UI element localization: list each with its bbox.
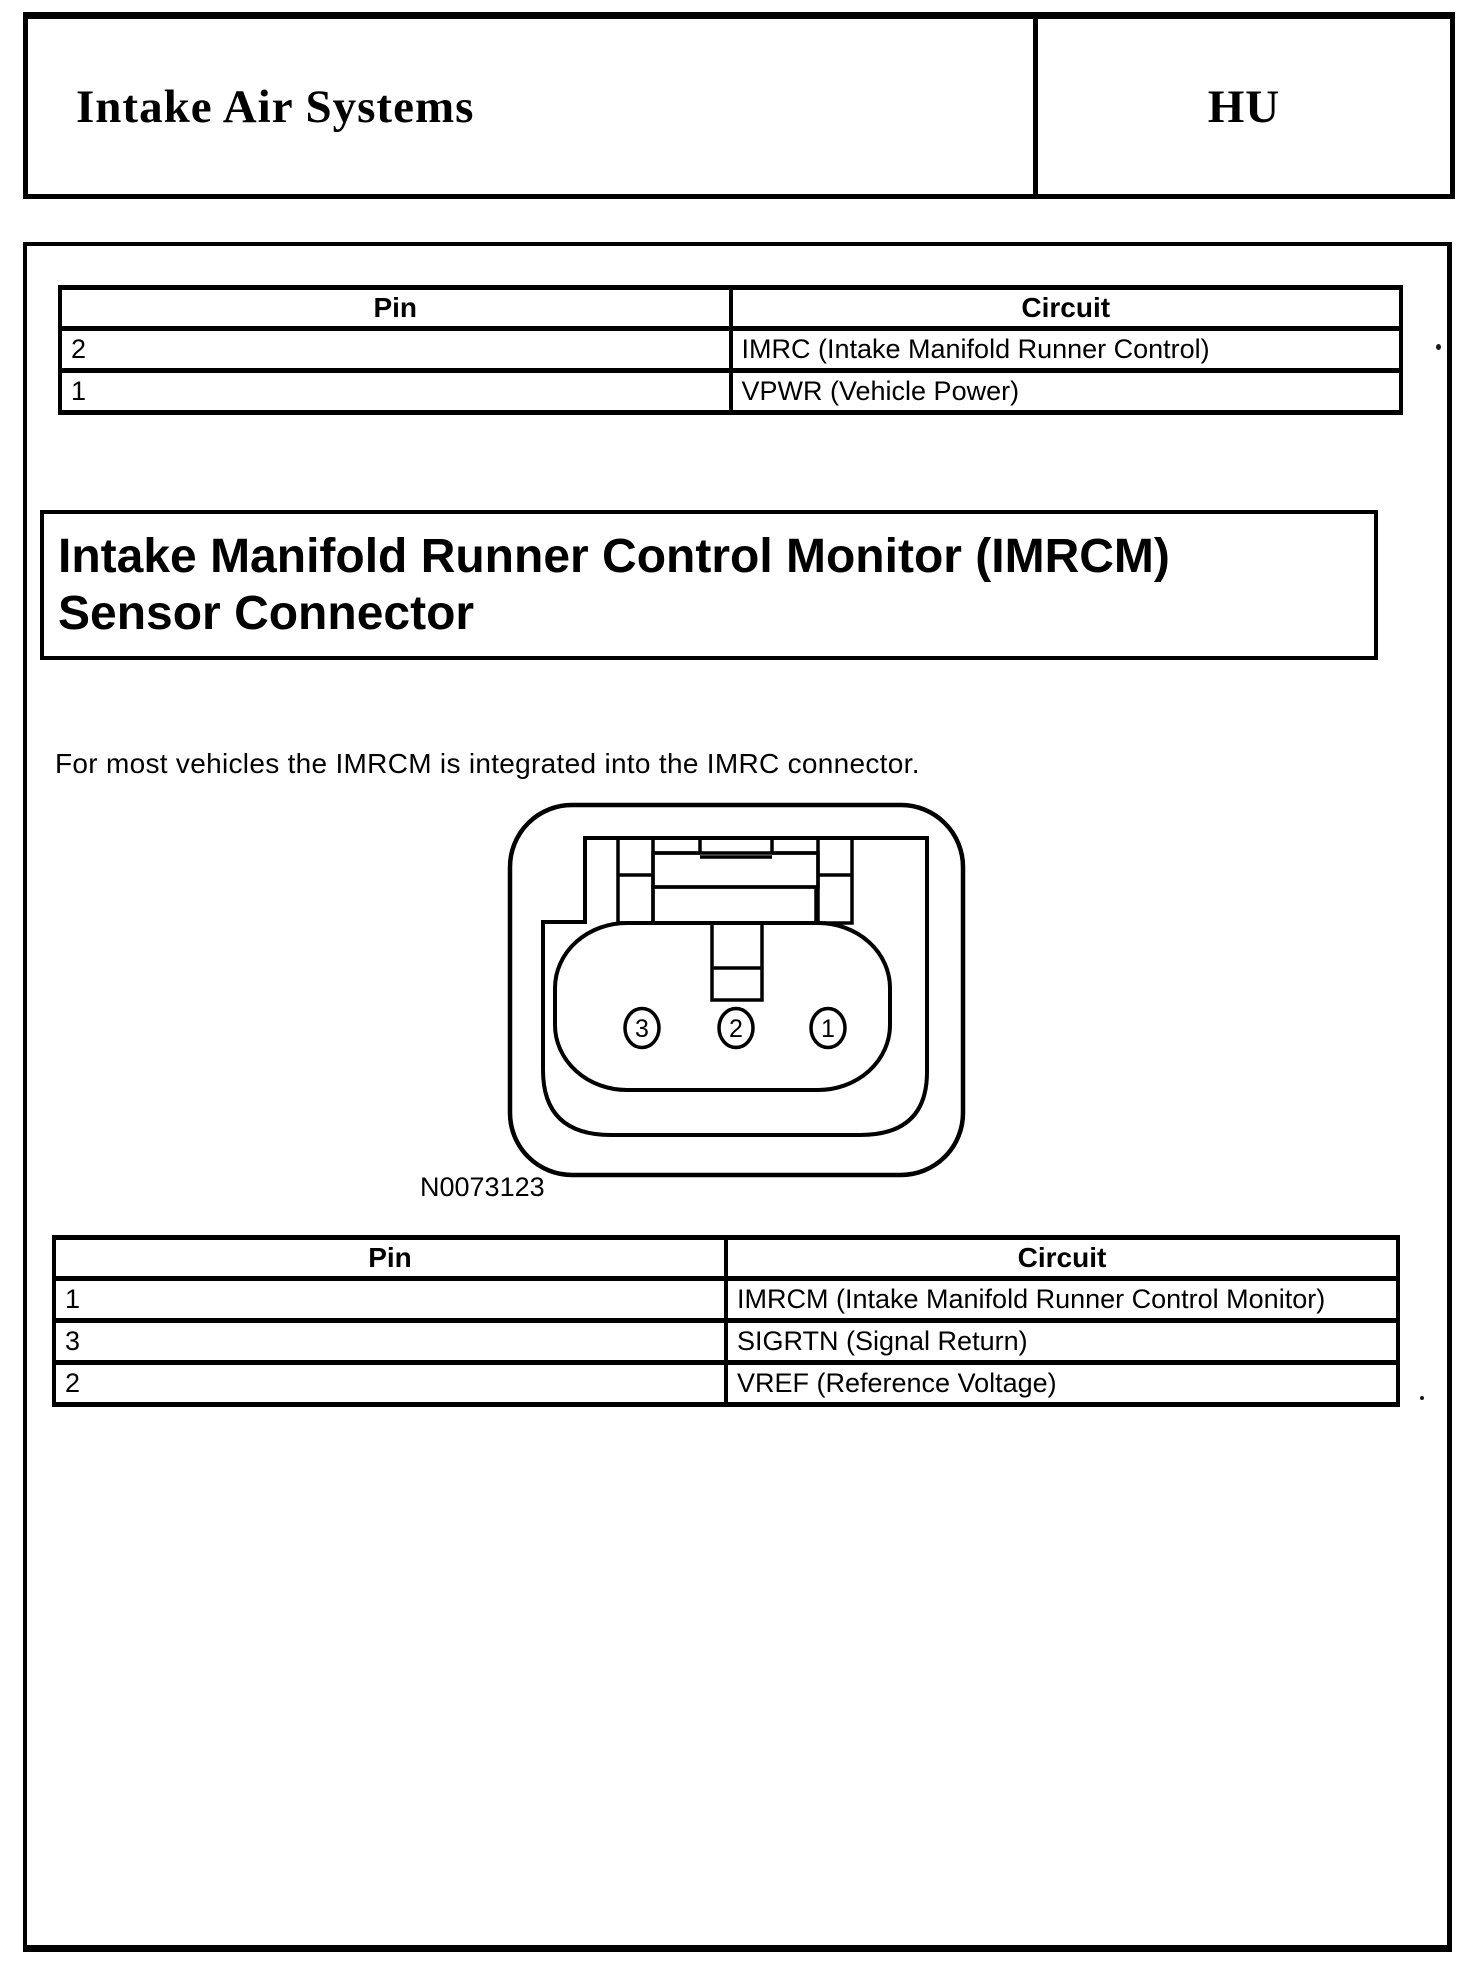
pin-cell: 1 (52, 1276, 728, 1323)
table-row: 1 VPWR (Vehicle Power) (58, 368, 1403, 415)
pin-circuit-table-bottom: Pin Circuit 1 IMRCM (Intake Manifold Run… (52, 1235, 1400, 1407)
pin-3-circle (623, 1006, 661, 1050)
connector-diagram-svg: 3 2 1 N0073123 (420, 802, 966, 1202)
connector-outer-outline (507, 802, 966, 1178)
header-box: Intake Air Systems HU (23, 12, 1455, 199)
header-title-cell: Intake Air Systems (28, 19, 1033, 194)
pin-column-header: Pin (52, 1235, 728, 1281)
figure-caption: N0073123 (420, 1172, 545, 1202)
pin-1-label: 1 (821, 1015, 835, 1043)
pin-3-label: 3 (635, 1015, 649, 1043)
content-frame (23, 242, 1452, 1952)
pin-cell: 3 (52, 1318, 728, 1365)
connector-key-tab (710, 923, 764, 1002)
pin-column-header: Pin (58, 285, 733, 331)
table-row: 1 IMRCM (Intake Manifold Runner Control … (52, 1276, 1400, 1323)
circuit-column-header: Circuit (728, 285, 1403, 331)
circuit-cell: VREF (Reference Voltage) (724, 1360, 1400, 1407)
pin-circuit-table-top: Pin Circuit 2 IMRC (Intake Manifold Runn… (58, 285, 1403, 415)
connector-cavity (553, 921, 892, 1092)
connector-figure: 3 2 1 N0073123 (415, 800, 975, 1210)
section-code: HU (1207, 80, 1281, 133)
pin-cell: 2 (52, 1360, 728, 1407)
table-header-row: Pin Circuit (58, 285, 1403, 331)
section-intro: For most vehicles the IMRCM is integrate… (55, 748, 920, 779)
section-title-line2: Sensor Connector (58, 587, 475, 640)
connector-latch (616, 836, 854, 925)
scan-artifact-dot (1436, 344, 1441, 350)
circuit-column-header: Circuit (724, 1235, 1400, 1281)
page-title: Intake Air Systems (76, 80, 475, 133)
table-row: 3 SIGRTN (Signal Return) (52, 1318, 1400, 1365)
pin-2-circle (717, 1006, 755, 1050)
pin-1-circle (809, 1006, 847, 1050)
table-row: 2 IMRC (Intake Manifold Runner Control) (58, 326, 1403, 373)
circuit-cell: IMRC (Intake Manifold Runner Control) (728, 326, 1403, 373)
scan-artifact-dot (1420, 1396, 1424, 1400)
pin-cell: 1 (58, 368, 733, 415)
section-title-line1: Intake Manifold Runner Control Monitor (… (58, 530, 1170, 583)
circuit-cell: IMRCM (Intake Manifold Runner Control Mo… (724, 1276, 1400, 1323)
section-title-box: Intake Manifold Runner Control Monitor (… (40, 510, 1378, 660)
table-row: 2 VREF (Reference Voltage) (52, 1360, 1400, 1407)
header-code-cell: HU (1033, 19, 1450, 194)
connector-inner-outline (541, 836, 929, 1137)
pin-cell: 2 (58, 326, 733, 373)
pin-2-label: 2 (729, 1015, 743, 1043)
circuit-cell: VPWR (Vehicle Power) (728, 368, 1403, 415)
table-header-row: Pin Circuit (52, 1235, 1400, 1281)
circuit-cell: SIGRTN (Signal Return) (724, 1318, 1400, 1365)
